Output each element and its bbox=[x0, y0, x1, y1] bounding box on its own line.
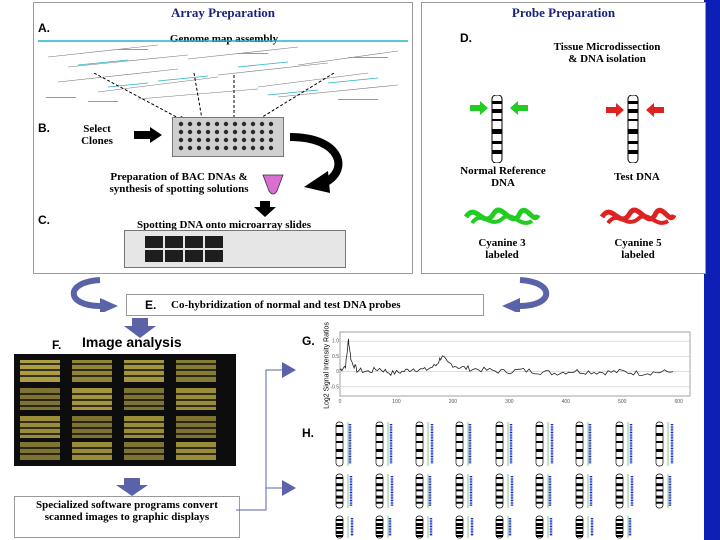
chromosome-ideogram bbox=[575, 515, 594, 539]
x-tick-label: 600 bbox=[675, 399, 684, 405]
array-preparation-panel: Array Preparation A. Genome map assembly bbox=[33, 2, 413, 274]
probe-preparation-panel: Probe Preparation D. Tissue Microdissect… bbox=[421, 2, 706, 274]
merge-arrows bbox=[70, 277, 550, 312]
arrow-down-icon bbox=[254, 201, 276, 217]
chromosome-ideogram bbox=[375, 515, 392, 539]
test-dna-text: Test DNA bbox=[614, 171, 660, 183]
log-ratio-chart: 1.0 0.5 0 -0.5 0 100 200 300 400 500 600 bbox=[330, 330, 702, 406]
chromosome-ideogram bbox=[575, 421, 592, 467]
chromosome-ideogram bbox=[615, 421, 633, 467]
label-h: H. bbox=[302, 426, 314, 440]
clone-plate bbox=[172, 117, 284, 157]
microarray-slide bbox=[124, 230, 346, 268]
x-tick-label: 300 bbox=[505, 399, 514, 405]
chromosome-ideogram bbox=[335, 421, 352, 467]
label-c: C. bbox=[38, 213, 50, 227]
chromosome-ideogram bbox=[495, 473, 514, 509]
genome-map bbox=[38, 40, 408, 102]
label-f: F. bbox=[52, 338, 62, 352]
chromosome-ideogram bbox=[455, 473, 473, 509]
y-tick-label: 1.0 bbox=[332, 339, 339, 345]
probe-title: Probe Preparation bbox=[511, 5, 616, 20]
spotting-text: Spotting DNA onto microarray slides bbox=[137, 219, 311, 231]
edge-bar bbox=[704, 0, 720, 540]
tissue-text: Tissue Microdissection & DNA isolation bbox=[553, 41, 661, 65]
genome-map-text: Genome map assembly bbox=[169, 33, 279, 45]
chromosome-ideogram bbox=[655, 473, 672, 509]
cy5-text: Cyanine 5 labeled bbox=[614, 237, 662, 261]
chromosome-ideogram bbox=[415, 421, 434, 467]
array-title: Array Preparation bbox=[170, 5, 276, 20]
label-b: B. bbox=[38, 121, 50, 135]
chromosome-ideogram bbox=[375, 421, 393, 467]
cy5-dna-icon bbox=[599, 207, 677, 225]
arrow-to-software-icon bbox=[116, 478, 148, 496]
chromosome-ideogram bbox=[535, 515, 553, 539]
x-tick-label: 100 bbox=[392, 399, 401, 405]
chromosome-ideogram bbox=[415, 515, 433, 539]
chromosome-ideogram bbox=[455, 421, 472, 467]
curved-arrow-icon bbox=[289, 133, 343, 193]
chromosome-ideogram bbox=[375, 473, 394, 509]
chromosome-ideogram bbox=[335, 473, 353, 509]
chromosome-ideogram bbox=[455, 515, 474, 539]
scanned-array-image bbox=[14, 354, 236, 466]
chromosome-ideogram bbox=[575, 473, 593, 509]
y-tick-label: -0.5 bbox=[330, 384, 339, 390]
select-clones-text: Select Clones bbox=[81, 123, 113, 147]
chromosome-ideogram bbox=[335, 515, 354, 539]
y-tick-label: 0.5 bbox=[332, 354, 339, 360]
label-g: G. bbox=[302, 334, 315, 348]
y-tick-label: 0 bbox=[336, 369, 339, 375]
chromosome-ideogram bbox=[495, 515, 512, 539]
connector-lines bbox=[236, 362, 296, 511]
arrow-to-plate-icon bbox=[134, 127, 162, 143]
label-d: D. bbox=[460, 31, 472, 45]
normal-chromosome-icon bbox=[470, 95, 528, 163]
x-tick-label: 200 bbox=[449, 399, 458, 405]
test-chromosome-icon bbox=[606, 95, 664, 163]
chromosome-ideogram bbox=[535, 421, 554, 467]
software-box: Specialized software programs convert sc… bbox=[14, 496, 240, 538]
x-tick-label: 0 bbox=[339, 399, 342, 405]
normal-dna-text: Normal Reference DNA bbox=[460, 165, 546, 189]
chromosome-ideogram bbox=[655, 421, 674, 467]
chromosome-ideogram bbox=[535, 473, 552, 509]
chromosome-ideogram bbox=[615, 473, 634, 509]
x-tick-label: 500 bbox=[618, 399, 627, 405]
label-e: E. bbox=[145, 298, 157, 312]
software-text: Specialized software programs convert sc… bbox=[36, 499, 218, 523]
cohybridization-box: E. Co-hybridization of normal and test D… bbox=[126, 294, 484, 316]
x-tick-label: 400 bbox=[562, 399, 571, 405]
series-line bbox=[339, 338, 674, 377]
label-a: A. bbox=[38, 21, 50, 35]
cy3-dna-icon bbox=[463, 207, 541, 225]
chromosome-karyogram bbox=[335, 421, 674, 539]
chromosome-ideogram bbox=[415, 473, 432, 509]
cy3-text: Cyanine 3 labeled bbox=[478, 237, 526, 261]
chromosome-ideogram bbox=[495, 421, 513, 467]
chromosome-ideogram bbox=[615, 515, 632, 539]
image-analysis-text: Image analysis bbox=[82, 334, 182, 350]
prep-text: Preparation of BAC DNAs & synthesis of s… bbox=[109, 171, 249, 195]
cohybridization-text: Co-hybridization of normal and test DNA … bbox=[171, 299, 401, 311]
tube-icon bbox=[262, 174, 284, 195]
plot-area bbox=[339, 331, 691, 397]
arrow-to-analysis-icon bbox=[124, 318, 156, 338]
